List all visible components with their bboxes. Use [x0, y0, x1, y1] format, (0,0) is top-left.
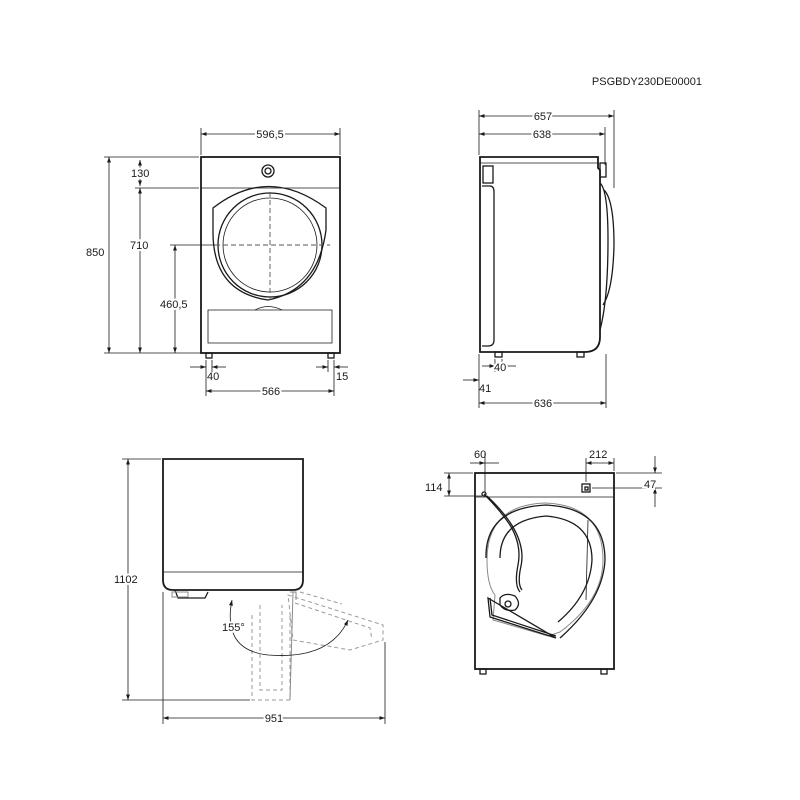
hose-bracket-icon	[499, 593, 520, 612]
back-cabinet-outline	[474, 472, 615, 670]
side-back-vent	[482, 165, 494, 184]
dim-total-height-label: 850	[86, 247, 104, 259]
dim-side-foot-label: 40	[494, 362, 506, 374]
door-open-view: 155° 1102 951	[112, 458, 386, 727]
side-foot-front	[576, 351, 585, 358]
dim-front-width-label: 596,5	[256, 129, 284, 141]
open-cabinet-outline	[162, 458, 304, 591]
dim-foot-right-label: 15	[336, 371, 348, 383]
dim-inlet-y-label: 114	[425, 482, 443, 494]
back-view: 60 212 114 47	[425, 449, 662, 675]
dim-drain-x-label: 212	[589, 449, 607, 461]
side-view: 657 638 40 41 636	[463, 109, 615, 412]
dim-height-to-top-label: 710	[130, 240, 148, 252]
dim-top-panel-label: 130	[131, 168, 149, 180]
dim-open-depth-label: 951	[265, 713, 283, 725]
front-foot-left	[205, 352, 213, 359]
front-cabinet-outline	[200, 156, 341, 354]
open-door-hinge	[174, 589, 209, 599]
dim-side-front-label: 41	[479, 383, 491, 395]
kickplate-handle	[254, 306, 283, 311]
front-foot-right	[327, 352, 335, 359]
inlet-point-icon	[481, 491, 487, 497]
document-code: PSGBDY230DE00001	[592, 76, 702, 88]
side-foot-back	[494, 351, 503, 358]
dim-depth-total-label: 657	[534, 111, 552, 123]
door-angle-arc	[228, 599, 349, 656]
dim-foot-span-label: 566	[262, 386, 280, 398]
open-door-ghost-right	[287, 594, 384, 651]
back-drum-outline	[486, 502, 604, 637]
side-cabinet-outline	[479, 156, 601, 353]
dim-inlet-x-label: 60	[474, 449, 486, 461]
drain-hose	[483, 493, 521, 593]
side-back-panel	[482, 185, 495, 347]
dim-drain-y-label: 47	[644, 479, 656, 491]
side-knob	[599, 162, 607, 178]
back-foot-right	[600, 668, 608, 675]
program-knob-icon	[261, 164, 275, 178]
side-door-bulge	[599, 182, 609, 331]
back-foot-left	[479, 668, 487, 675]
side-door-outer	[602, 189, 615, 306]
drain-outlet-icon	[581, 483, 591, 493]
program-knob-inner-icon	[264, 167, 272, 175]
dim-open-height-label: 1102	[114, 574, 138, 586]
dim-depth-body-label: 638	[533, 129, 551, 141]
front-view: 596,5 850 130 710 460,5 40 15 566	[86, 127, 348, 400]
door-angle-label: 155°	[222, 622, 245, 634]
dim-foot-left-label: 40	[207, 371, 219, 383]
door-frame	[212, 185, 327, 301]
kickplate	[207, 309, 333, 344]
dim-depth-base-label: 636	[534, 398, 552, 410]
dim-door-center-label: 460,5	[160, 299, 188, 311]
open-door-ghost-left	[251, 612, 291, 701]
